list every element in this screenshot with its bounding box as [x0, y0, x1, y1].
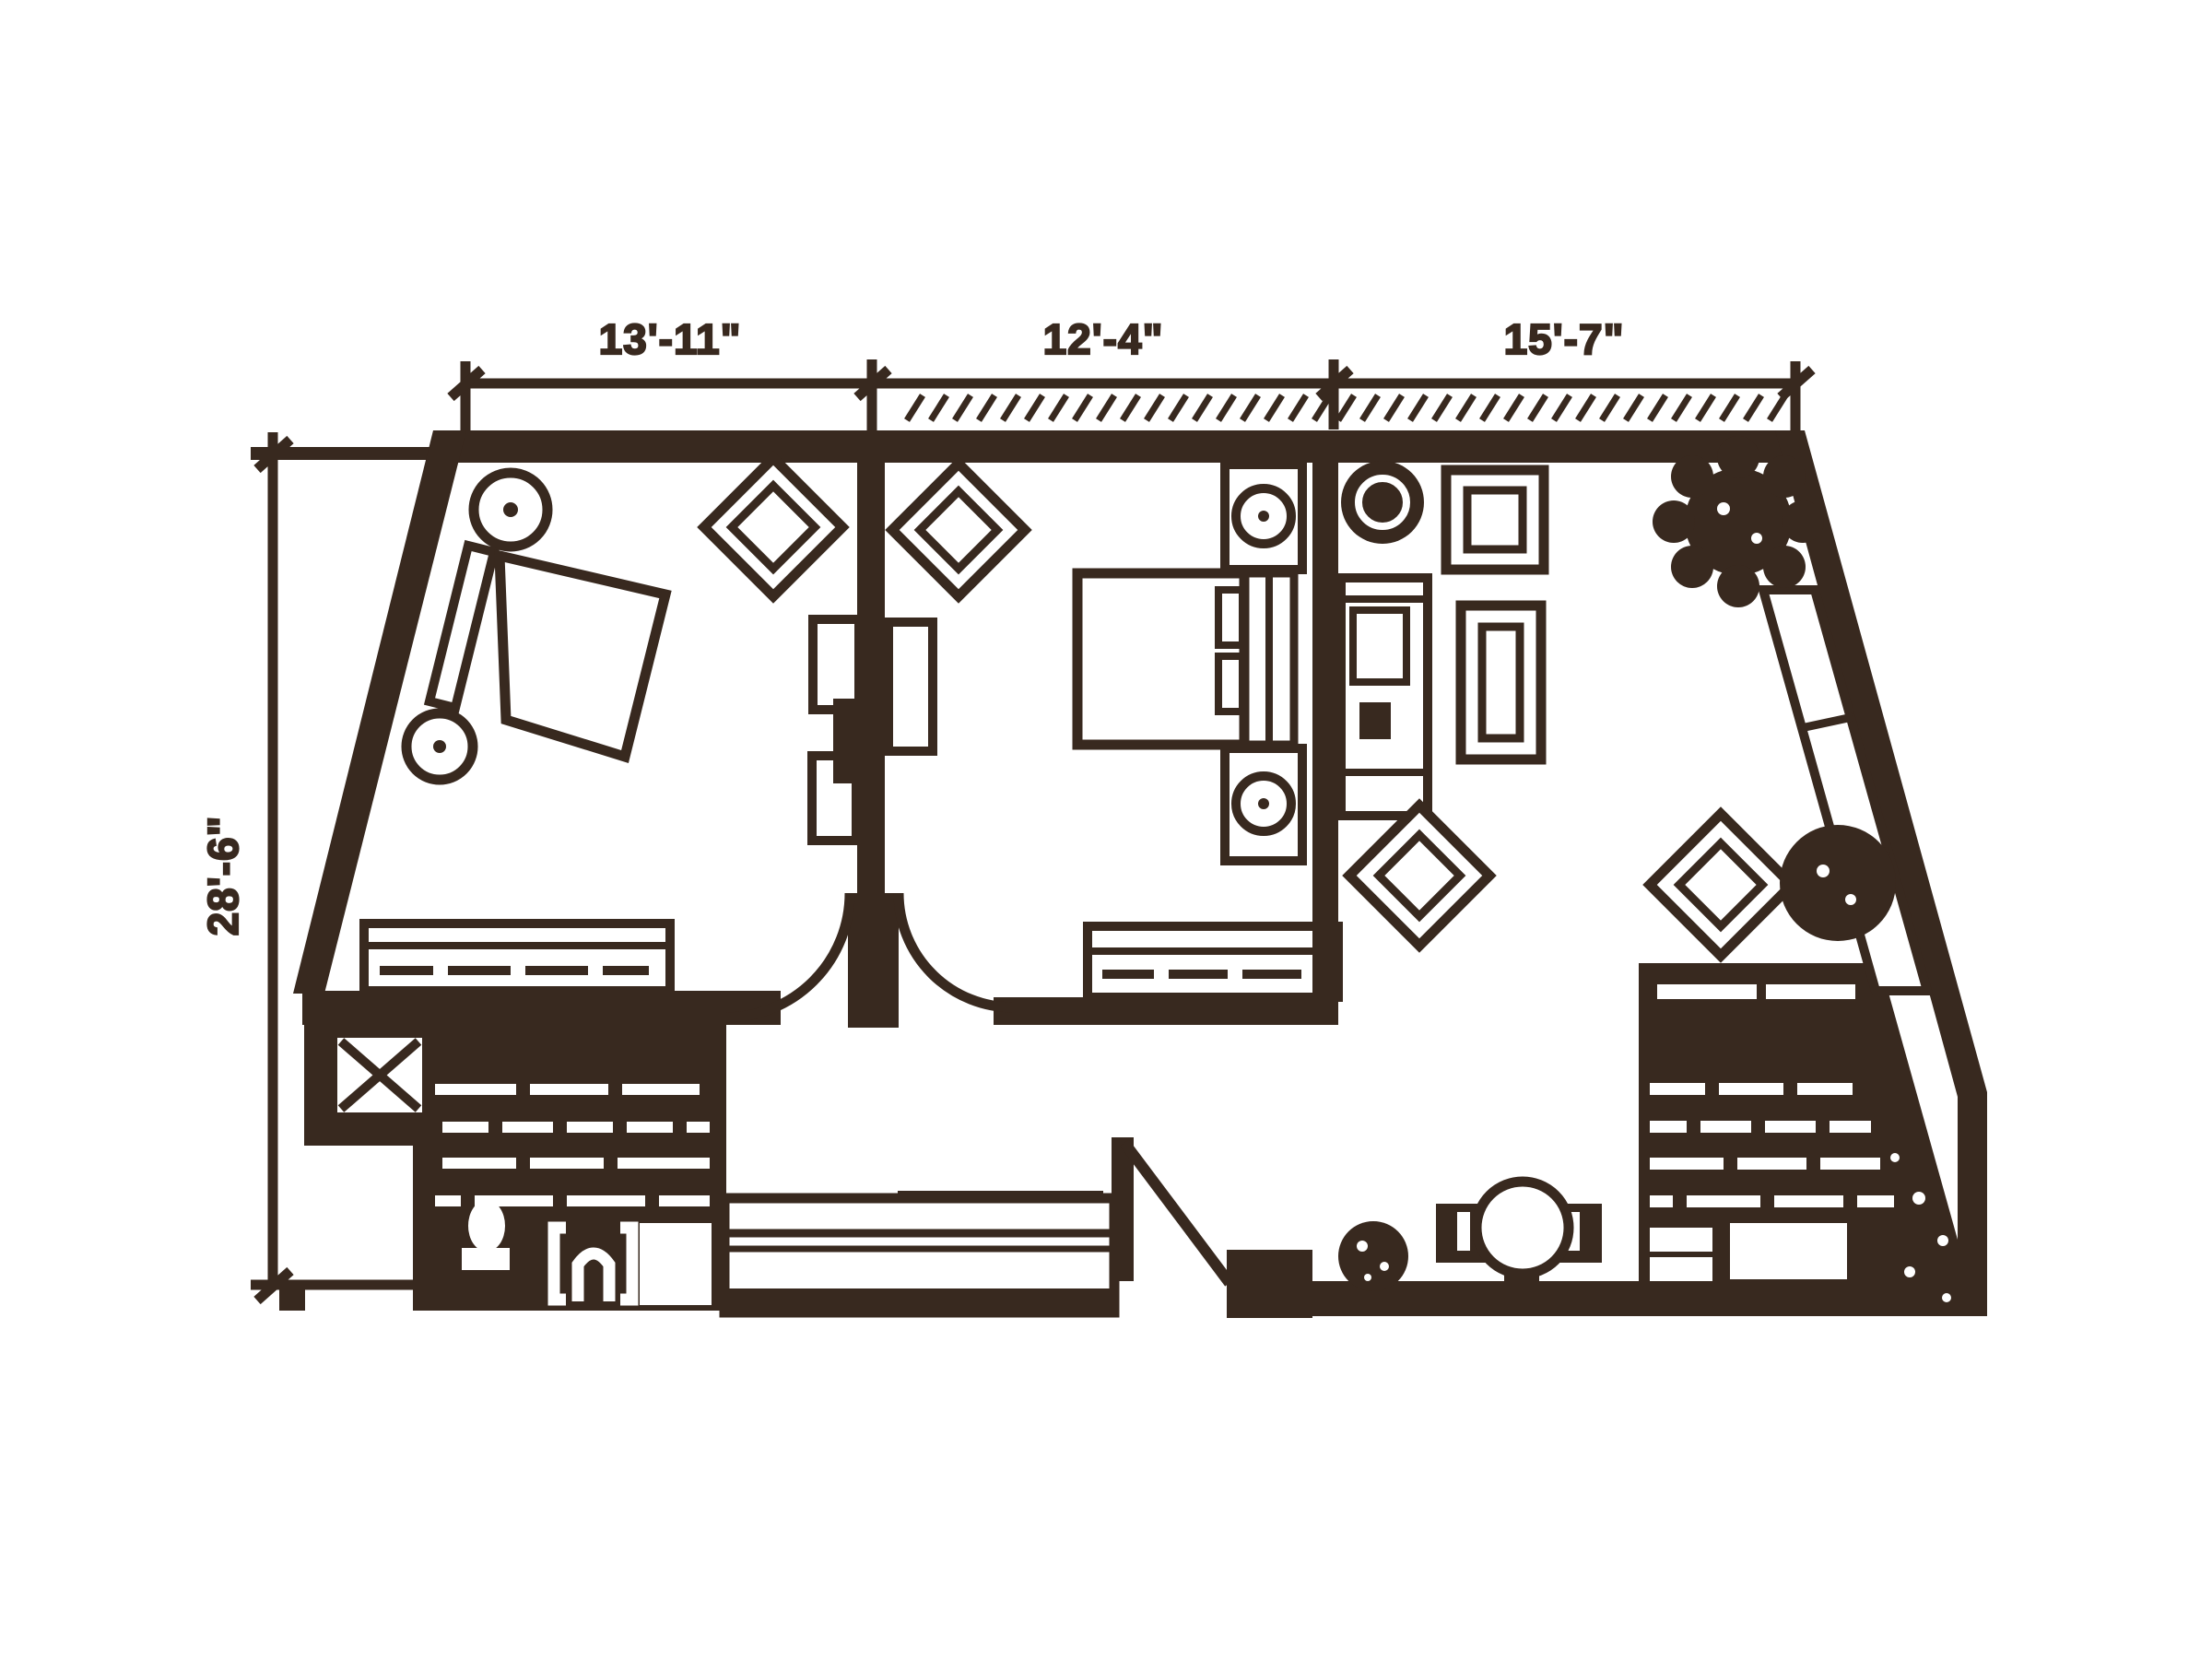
svg-text:28'-6": 28'-6" [199, 816, 247, 936]
svg-text:15'-7": 15'-7" [1504, 315, 1625, 363]
svg-text:12'-4": 12'-4" [1043, 315, 1164, 363]
svg-text:13'-11": 13'-11" [599, 315, 742, 363]
